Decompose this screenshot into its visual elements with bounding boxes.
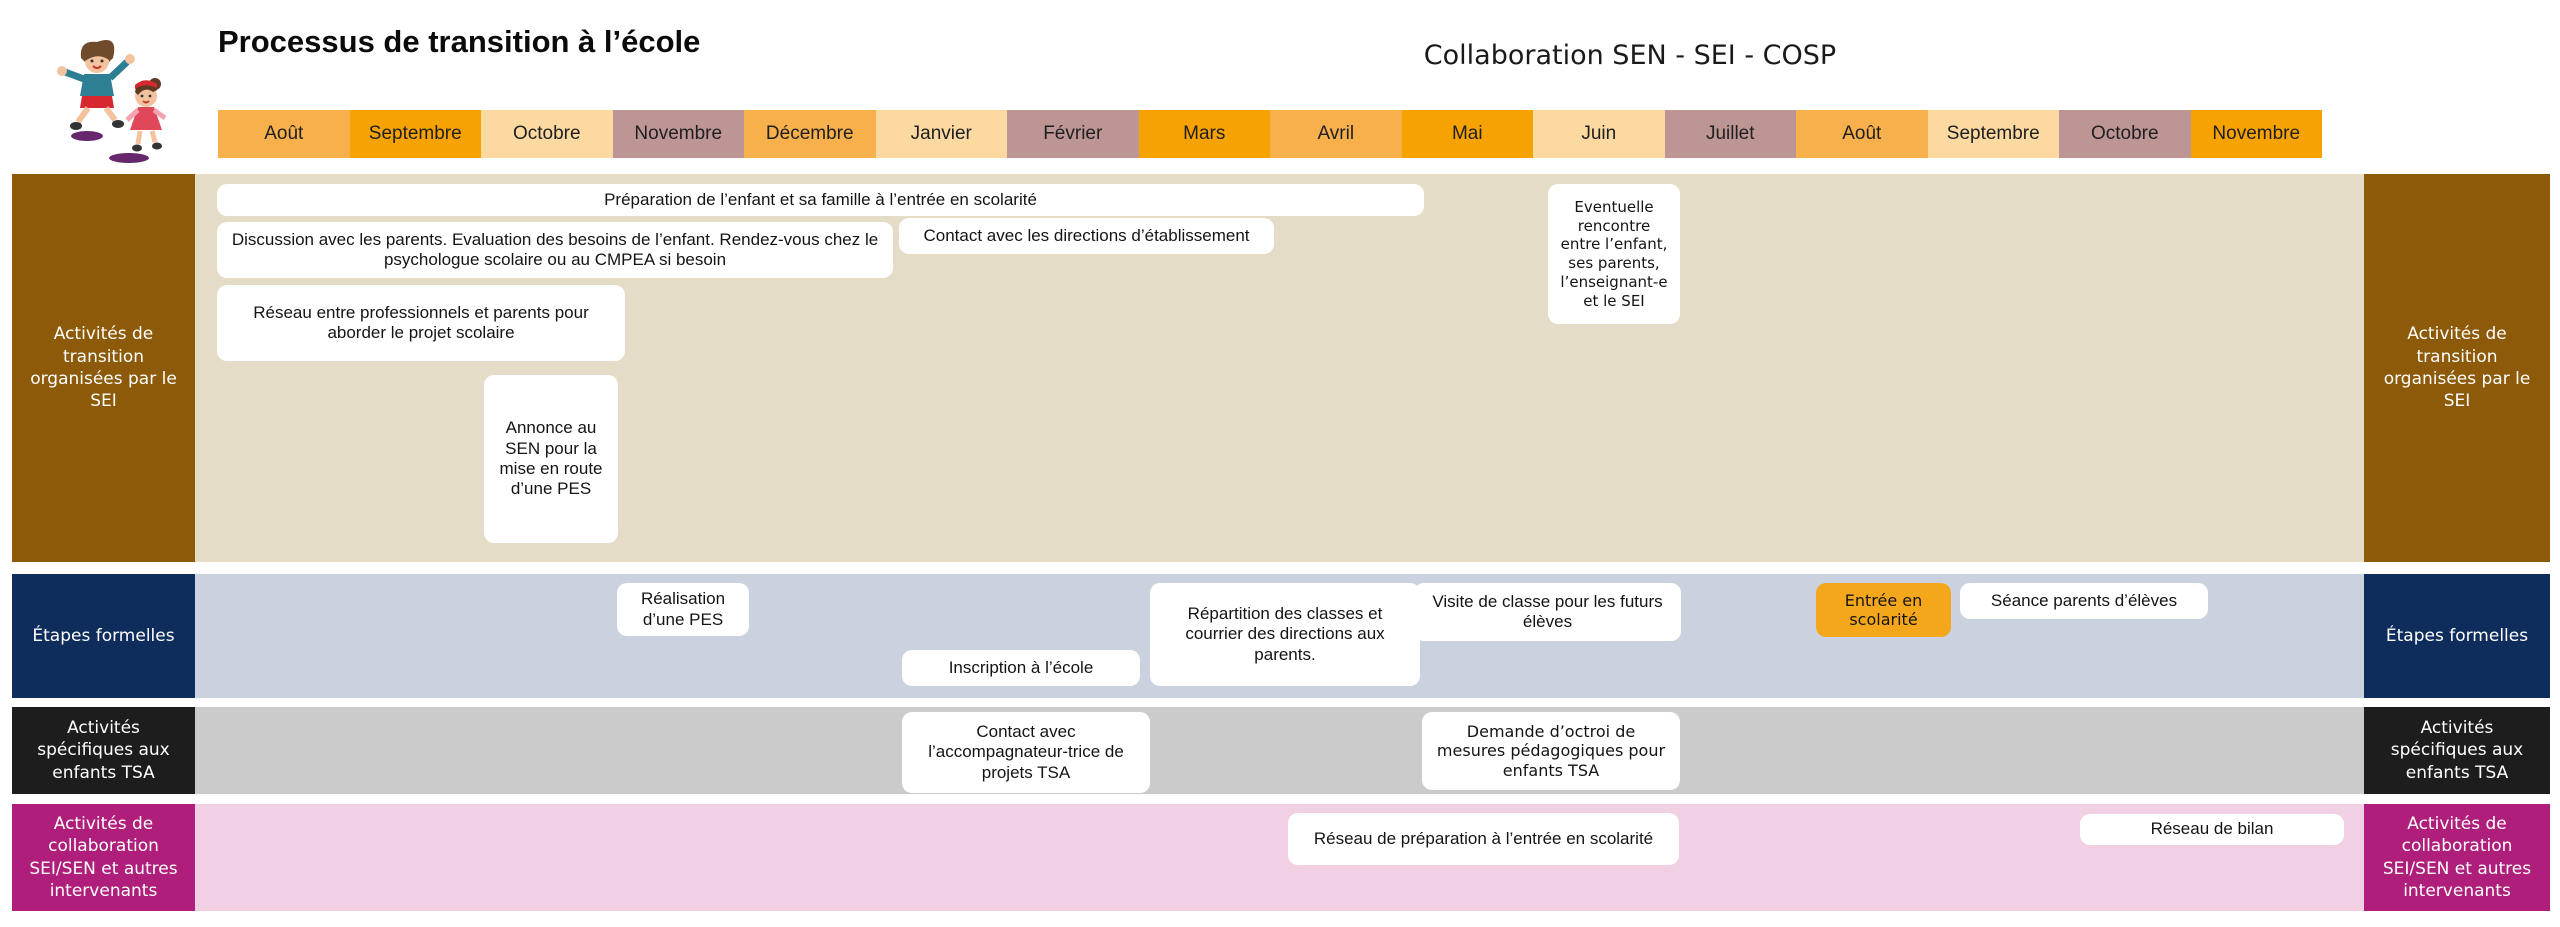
month-cell-mars: Mars xyxy=(1138,110,1270,158)
box-contact-accompagnateur-tsa: Contact avec l’accompagnateur-trice de p… xyxy=(902,712,1150,793)
row-label-sei-right: Activités de transition organisées par l… xyxy=(2364,174,2550,562)
month-cell-avril: Avril xyxy=(1270,110,1402,158)
row-strip-collaboration xyxy=(195,804,2364,911)
box-contact-directions: Contact avec les directions d’établissem… xyxy=(899,218,1274,254)
box-annonce-sen-pes: Annonce au SEN pour la mise en route d’u… xyxy=(484,375,618,543)
box-reseau-bilan: Réseau de bilan xyxy=(2080,814,2344,845)
month-cell-janvier: Janvier xyxy=(875,110,1007,158)
box-entree-scolarite: Entrée en scolarité xyxy=(1816,583,1951,637)
month-cell-aout-1: Août xyxy=(218,110,350,158)
page-subtitle: Collaboration SEN - SEI - COSP xyxy=(1423,40,1837,71)
page-title: Processus de transition à l’école xyxy=(218,24,701,59)
box-seance-parents: Séance parents d’élèves xyxy=(1960,583,2208,619)
month-cell-juin: Juin xyxy=(1533,110,1665,158)
box-visite-classe: Visite de classe pour les futurs élèves xyxy=(1414,583,1681,641)
box-realisation-pes: Réalisation d’une PES xyxy=(617,583,749,636)
month-cell-juillet: Juillet xyxy=(1664,110,1796,158)
box-discussion-parents: Discussion avec les parents. Evaluation … xyxy=(217,222,893,278)
row-label-collaboration-right: Activités de collaboration SEI/SEN et au… xyxy=(2364,804,2550,911)
row-label-etapes-left: Étapes formelles xyxy=(12,574,195,698)
box-inscription-ecole: Inscription à l’école xyxy=(902,650,1140,686)
month-cell-octobre-2: Octobre xyxy=(2059,110,2191,158)
box-preparation-enfant: Préparation de l’enfant et sa famille à … xyxy=(217,184,1424,216)
month-cell-octobre-1: Octobre xyxy=(481,110,613,158)
row-label-sei-left: Activités de transition organisées par l… xyxy=(12,174,195,562)
row-label-tsa-left: Activités spécifiques aux enfants TSA xyxy=(12,707,195,794)
girl-figure xyxy=(125,78,167,152)
month-cell-fevrier: Février xyxy=(1007,110,1139,158)
row-label-collaboration-left: Activités de collaboration SEI/SEN et au… xyxy=(12,804,195,911)
box-reseau-professionnels: Réseau entre professionnels et parents p… xyxy=(217,285,625,361)
row-label-tsa-right: Activités spécifiques aux enfants TSA xyxy=(2364,707,2550,794)
box-repartition-classes: Répartition des classes et courrier des … xyxy=(1150,583,1420,686)
box-reseau-preparation: Réseau de préparation à l’entrée en scol… xyxy=(1288,813,1679,865)
box-eventuelle-rencontre: Eventuelle rencontre entre l’enfant, ses… xyxy=(1548,184,1680,324)
children-jumping-logo xyxy=(57,40,167,163)
row-strip-tsa xyxy=(195,707,2364,794)
month-cell-septembre-2: Septembre xyxy=(1927,110,2059,158)
month-cell-aout-2: Août xyxy=(1796,110,1928,158)
boy-figure xyxy=(57,40,135,130)
month-cell-septembre-1: Septembre xyxy=(349,110,481,158)
month-timeline: Août Septembre Octobre Novembre Décembre… xyxy=(218,110,2322,158)
month-cell-novembre-1: Novembre xyxy=(612,110,744,158)
month-cell-mai: Mai xyxy=(1401,110,1533,158)
row-label-etapes-right: Étapes formelles xyxy=(2364,574,2550,698)
month-cell-decembre: Décembre xyxy=(744,110,876,158)
box-demande-octroi-tsa: Demande d’octroi de mesures pédagogiques… xyxy=(1422,712,1680,790)
month-cell-novembre-2: Novembre xyxy=(2190,110,2322,158)
